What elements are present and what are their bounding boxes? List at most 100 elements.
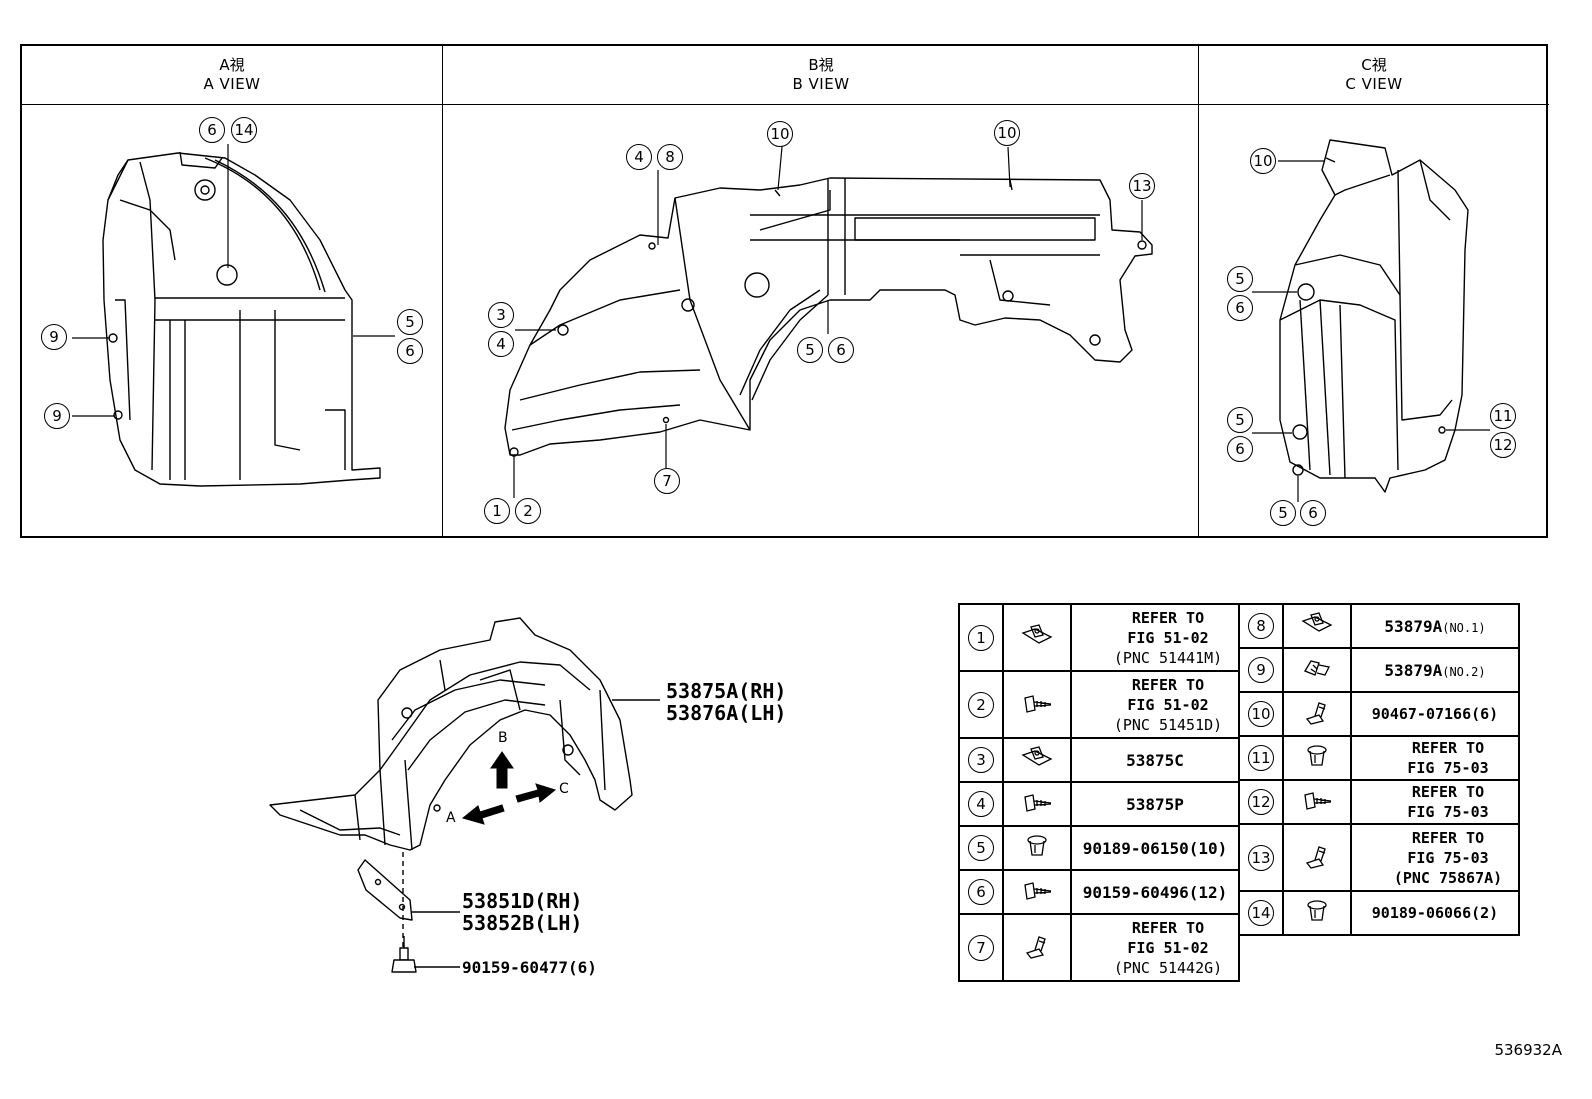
part-number: 9 — [1248, 657, 1274, 683]
callout-b-4-top: 4 — [626, 144, 652, 170]
part-number-text: 53879A(NO.2) — [1350, 647, 1520, 693]
callout-b-2: 2 — [515, 498, 541, 524]
view-direction-arrows — [461, 751, 557, 825]
clip-nut-icon — [1282, 603, 1352, 649]
part-number: 14 — [1248, 900, 1274, 926]
screw-icon — [1002, 869, 1072, 915]
table-row: 6 90159-60496(12) — [958, 869, 1240, 915]
screw-icon — [1002, 670, 1072, 739]
callout-a-9-upper: 9 — [41, 324, 67, 350]
liner-part-labels: 53875A(RH) 53876A(LH) — [666, 680, 786, 724]
table-row: 14 90189-06066(2) — [1238, 890, 1520, 936]
view-c-drawing — [1279, 139, 1469, 493]
parts-table-right: 8 53879A(NO.1) 9 53879A(NO.2) 10 90467-0… — [1238, 603, 1520, 936]
bracket-rh-label: 53851D(RH) — [462, 889, 583, 913]
arrow-label-a: A — [446, 810, 456, 826]
part-number-text: 90159-60496(12) — [1070, 869, 1240, 915]
view-b-header: B視 B VIEW — [443, 46, 1199, 105]
table-row: 8 53879A(NO.1) — [1238, 603, 1520, 649]
callout-c-11: 11 — [1490, 403, 1516, 429]
part-number-text: 53875C — [1070, 737, 1240, 783]
part-number: 10 — [1248, 701, 1274, 727]
grommet-icon — [1282, 735, 1352, 781]
callout-c-6-mid: 6 — [1227, 436, 1253, 462]
view-b-title-en: B VIEW — [792, 75, 850, 93]
page-id: 536932A — [1494, 1041, 1562, 1059]
clip-nut-icon — [1002, 737, 1072, 783]
parts-table-left: 1 REFER TO FIG 51-02 (PNC 51441M) 2 REFE… — [958, 603, 1240, 982]
table-row: 11 REFER TO FIG 75-03 — [1238, 735, 1520, 781]
view-c-title-en: C VIEW — [1345, 75, 1403, 93]
view-a-panel: A視 A VIEW — [22, 46, 442, 536]
callout-a-14: 14 — [231, 117, 257, 143]
table-row: 4 53875P — [958, 781, 1240, 827]
table-row: 3 53875C — [958, 737, 1240, 783]
part-number: 5 — [968, 835, 994, 861]
arrow-label-b: B — [498, 730, 508, 746]
grommet-icon — [1282, 890, 1352, 936]
part-number: 6 — [968, 879, 994, 905]
liner-rh-label: 53875A(RH) — [666, 679, 787, 703]
assembly-drawing — [269, 617, 660, 973]
view-a-drawing — [102, 151, 381, 487]
table-row: 7 REFER TO FIG 51-02 (PNC 51442G) — [958, 913, 1240, 982]
part-ref: REFER TO FIG 51-02 (PNC 51451D) — [1070, 670, 1240, 739]
arrow-label-c: C — [559, 781, 569, 797]
table-row: 9 53879A(NO.2) — [1238, 647, 1520, 693]
callout-b-8: 8 — [657, 144, 683, 170]
callout-a-6: 6 — [199, 117, 225, 143]
part-number: 11 — [1248, 745, 1274, 771]
part-ref: REFER TO FIG 51-02 (PNC 51442G) — [1070, 913, 1240, 982]
part-number: 4 — [968, 791, 994, 817]
callout-b-4: 4 — [488, 331, 514, 357]
part-number-text: 90467-07166(6) — [1350, 691, 1520, 737]
callout-c-6-upper: 6 — [1227, 295, 1253, 321]
view-c-title-jp: C視 — [1361, 56, 1387, 74]
part-number-text: 53879A(NO.1) — [1350, 603, 1520, 649]
callout-a-6-right: 6 — [397, 338, 423, 364]
view-b-title-jp: B視 — [808, 56, 834, 74]
part-number-text: 90189-06150(10) — [1070, 825, 1240, 871]
part-number-text: 90189-06066(2) — [1350, 890, 1520, 936]
part-number: 1 — [968, 624, 994, 651]
callout-b-6: 6 — [828, 337, 854, 363]
part-number: 12 — [1248, 789, 1274, 815]
screw-icon — [1282, 779, 1352, 825]
view-a-title-en: A VIEW — [203, 75, 261, 93]
callout-b-10-left: 10 — [767, 121, 793, 147]
callout-c-5-bottom: 5 — [1270, 500, 1296, 526]
callout-c-10: 10 — [1250, 148, 1276, 174]
screw-icon — [1002, 781, 1072, 827]
clip-nut-icon — [1002, 603, 1072, 672]
part-ref: REFER TO FIG 51-02 (PNC 51441M) — [1070, 603, 1240, 672]
part-number: 13 — [1248, 844, 1274, 871]
table-row: 1 REFER TO FIG 51-02 (PNC 51441M) — [958, 603, 1240, 672]
callout-b-10-right: 10 — [994, 120, 1020, 146]
push-clip-icon — [1282, 823, 1352, 892]
table-row: 13 REFER TO FIG 75-03 (PNC 75867A) — [1238, 823, 1520, 892]
bracket-lh-label: 53852B(LH) — [462, 911, 583, 935]
view-b-panel: B視 B VIEW — [442, 46, 1199, 536]
table-row: 2 REFER TO FIG 51-02 (PNC 51451D) — [958, 670, 1240, 739]
view-frame: A視 A VIEW B視 B VIEW C視 C VIEW — [20, 44, 1549, 538]
view-a-header: A視 A VIEW — [22, 46, 442, 105]
callout-a-9-lower: 9 — [44, 403, 70, 429]
push-clip-icon — [1282, 691, 1352, 737]
part-number: 3 — [968, 747, 994, 773]
callout-b-13: 13 — [1129, 173, 1155, 199]
view-b-drawing — [504, 177, 1153, 457]
callout-c-5-mid: 5 — [1227, 407, 1253, 433]
callout-c-6-bottom: 6 — [1300, 500, 1326, 526]
part-ref: REFER TO FIG 75-03 — [1350, 735, 1520, 781]
part-number: 2 — [968, 691, 994, 718]
callout-leaders — [72, 144, 1490, 502]
bracket-part-labels: 53851D(RH) 53852B(LH) — [462, 890, 582, 934]
part-ref: REFER TO FIG 75-03 (PNC 75867A) — [1350, 823, 1520, 892]
bolt-part-label: 90159-60477(6) — [462, 958, 597, 977]
grommet-icon — [1002, 825, 1072, 871]
view-c-panel: C視 C VIEW — [1198, 46, 1549, 536]
view-c-header: C視 C VIEW — [1199, 46, 1549, 105]
callout-b-7: 7 — [654, 468, 680, 494]
part-number: 8 — [1248, 613, 1274, 639]
part-number: 7 — [968, 934, 994, 961]
